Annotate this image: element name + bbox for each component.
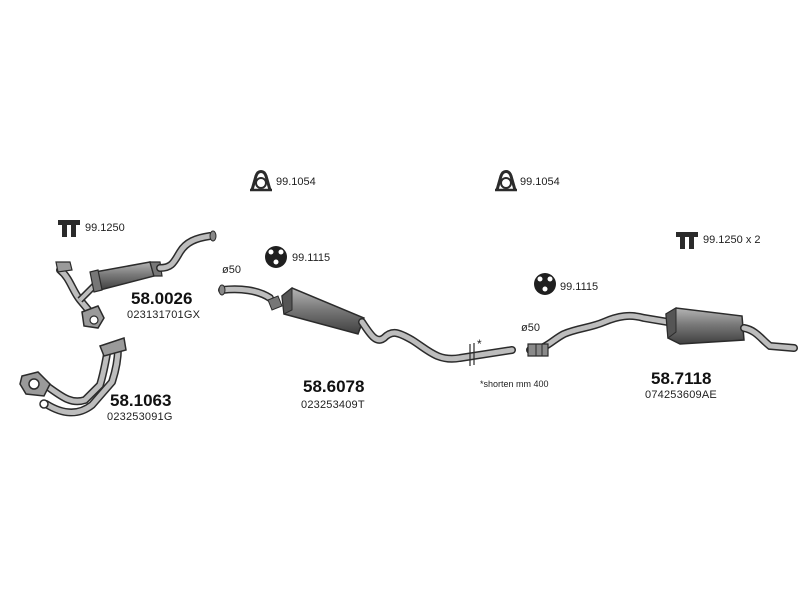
- clamp-icon: [495, 170, 517, 192]
- accessory-clamp-left-number: 99.1054: [276, 176, 316, 188]
- middle-silencer-58-6078: [218, 284, 516, 366]
- oe-number-58-1063: 023253091G: [107, 411, 173, 423]
- shorten-note: *shorten mm 400: [480, 379, 549, 389]
- rubber-hanger-icon: [534, 273, 556, 295]
- accessory-hanger-right-number: 99.1115: [560, 281, 599, 293]
- part-number-58-7118: 58.7118: [651, 369, 712, 388]
- diameter-label: ø50: [222, 264, 241, 276]
- rear-silencer-58-7118: [526, 307, 798, 357]
- oe-number-58-6078: 023253409T: [301, 399, 365, 411]
- accessory-clamp-right-number: 99.1054: [520, 176, 560, 188]
- part-number-58-1063: 58.1063: [110, 391, 172, 410]
- bracket-icon: [58, 220, 80, 237]
- accessory-hanger-mid-number: 99.1115: [292, 252, 331, 264]
- diameter-label: ø50: [521, 322, 540, 334]
- oe-number-58-7118: 074253609AE: [645, 389, 717, 401]
- part-number-58-0026: 58.0026: [131, 289, 193, 308]
- catalytic-converter-58-0026: [55, 230, 217, 329]
- front-pipe-58-1063: [19, 337, 127, 417]
- part-number-58-6078: 58.6078: [303, 377, 365, 396]
- accessory-bracket-right-number: 99.1250 x 2: [703, 234, 761, 246]
- bracket-icon: [676, 232, 698, 249]
- rubber-hanger-icon: [265, 246, 287, 268]
- shorten-marker: *: [477, 337, 482, 351]
- accessory-bracket-left-number: 99.1250: [85, 222, 125, 234]
- oe-number-58-0026: 023131701GX: [127, 309, 201, 321]
- clamp-icon: [250, 170, 272, 192]
